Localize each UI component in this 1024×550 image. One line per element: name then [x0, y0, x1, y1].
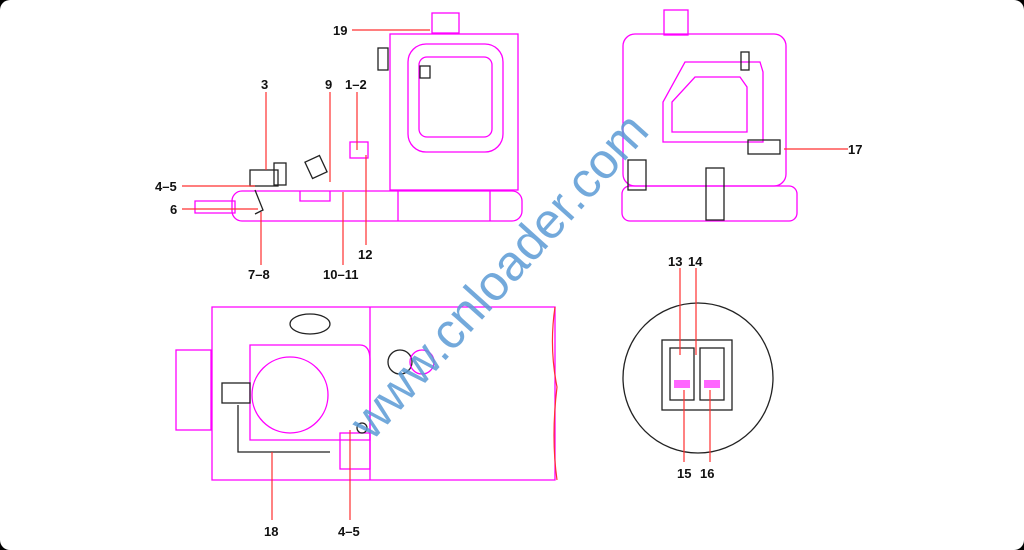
callout-9: 9 — [325, 77, 332, 92]
callout-4-5-side: 4–5 — [155, 179, 177, 194]
callout-12: 12 — [358, 247, 372, 262]
rear-view — [621, 9, 798, 222]
callout-18: 18 — [264, 524, 278, 539]
callout-labels: 19 3 9 1–2 4–5 6 7–8 10–11 12 17 13 14 1… — [155, 23, 862, 539]
callout-1-2: 1–2 — [345, 77, 367, 92]
callout-3: 3 — [261, 77, 268, 92]
leader-lines — [182, 29, 848, 520]
callout-7-8: 7–8 — [248, 267, 270, 282]
callout-15: 15 — [677, 466, 691, 481]
callout-10-11: 10–11 — [323, 267, 358, 282]
side-view — [194, 12, 523, 222]
watermark: www.cnloader.com — [338, 102, 659, 450]
callout-19: 19 — [333, 23, 347, 38]
switch-detail — [622, 302, 774, 454]
callout-6: 6 — [170, 202, 177, 217]
callout-17: 17 — [848, 142, 862, 157]
callout-4-5-top: 4–5 — [338, 524, 360, 539]
callout-14: 14 — [688, 254, 703, 269]
callout-13: 13 — [668, 254, 682, 269]
callout-16: 16 — [700, 466, 714, 481]
top-view — [175, 306, 558, 481]
